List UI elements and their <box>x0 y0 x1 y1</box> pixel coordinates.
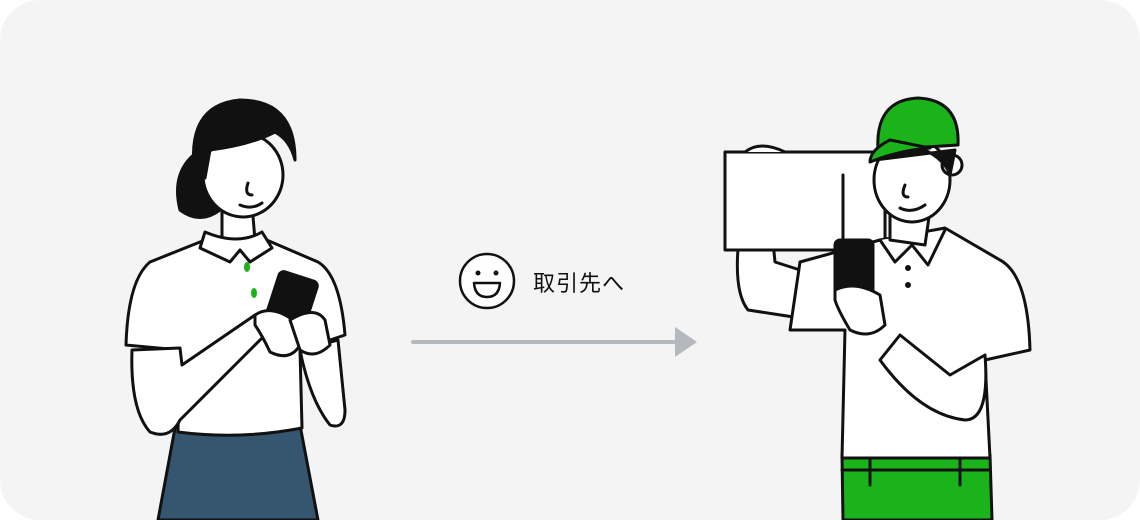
woman-hands <box>253 309 302 358</box>
smile-face-icon <box>458 252 516 310</box>
skirt <box>156 423 320 520</box>
man-hands <box>833 284 887 336</box>
woman-right-arm <box>298 338 347 428</box>
package-box <box>723 150 887 252</box>
flow-label: 取引先へ <box>533 272 626 297</box>
woman-collar <box>198 230 274 264</box>
woman-sender-figure <box>124 98 347 520</box>
green-cap <box>876 96 960 152</box>
flow-arrow <box>411 327 697 357</box>
woman-left-arm <box>130 313 272 436</box>
delivery-man-recipient-figure <box>723 96 1032 520</box>
woman-hair <box>192 98 297 180</box>
woman-hair-back <box>176 148 222 219</box>
man-right-arm <box>878 333 988 422</box>
green-pants <box>840 453 994 520</box>
